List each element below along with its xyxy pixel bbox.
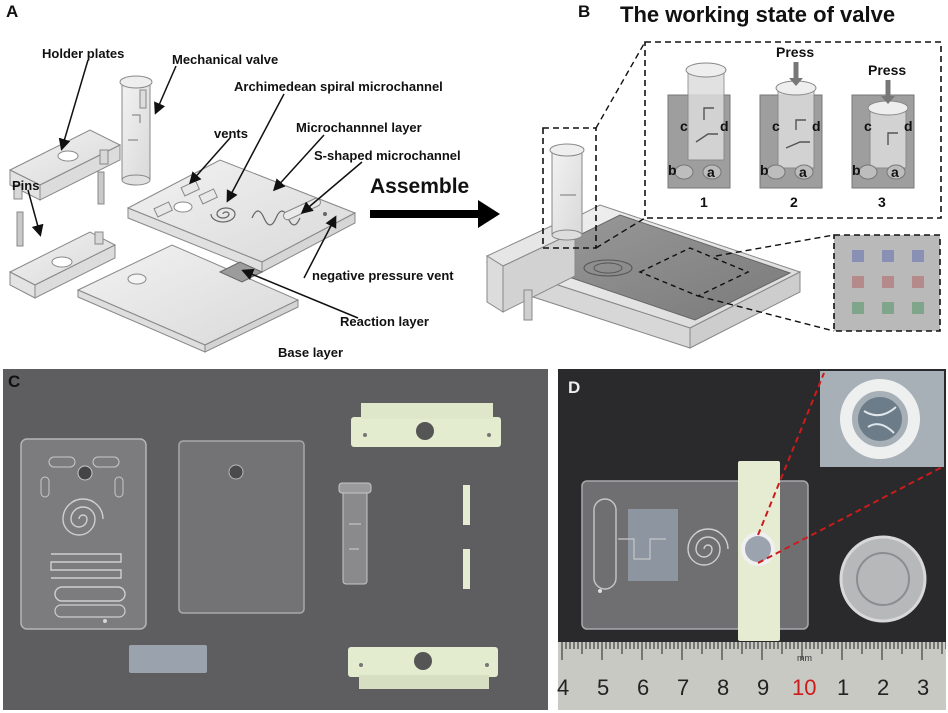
- state-number-3: 3: [878, 194, 886, 210]
- panel-b-letter: B: [578, 2, 591, 21]
- port-c-state-2: c: [772, 118, 780, 134]
- port-c-state-1: c: [680, 118, 688, 134]
- pin-right: [97, 171, 105, 205]
- port-b-state-1: b: [668, 162, 677, 178]
- label-microchannel-layer: Microchannnel layer: [296, 120, 422, 135]
- photo-d-valve-top: [741, 532, 775, 566]
- label-mechanical-valve: Mechanical valve: [172, 52, 279, 67]
- label-base-layer: Base layer: [278, 345, 344, 360]
- panel-d-photo: [558, 369, 946, 710]
- label-s-shaped-microchannel: S-shaped microchannel: [314, 148, 461, 163]
- reaction-grid-cell: [912, 276, 924, 288]
- panel-a-drawing: [8, 59, 500, 353]
- panel-d-letter: D: [568, 378, 581, 397]
- photo-d-coin: [839, 535, 927, 623]
- ruler-label: 6: [637, 675, 650, 700]
- panel-a-letter: A: [6, 2, 19, 21]
- ruler-label: 9: [757, 675, 770, 700]
- label-pins: Pins: [12, 178, 40, 193]
- holder-plate-upper: [8, 129, 122, 201]
- ruler-label: 1: [837, 675, 850, 700]
- photo-c-pin-1: [463, 485, 470, 525]
- label-press-3: Press: [868, 62, 907, 78]
- valve-zoom-box: [542, 127, 597, 249]
- ruler-label: 5: [597, 675, 610, 700]
- port-d-state-1: d: [720, 118, 729, 134]
- holder-plate-lower: [8, 231, 117, 299]
- port-c-state-3: c: [864, 118, 872, 134]
- photo-c-holder-bottom: [348, 647, 498, 689]
- reaction-grid-cell: [912, 250, 924, 262]
- ruler-ticks: [561, 642, 946, 660]
- port-b-state-2: b: [760, 162, 769, 178]
- photo-c-base-plate: [178, 440, 305, 614]
- panel-b-drawing: [485, 41, 942, 349]
- port-a-state-1: a: [707, 164, 715, 180]
- label-holder-plates: Holder plates: [42, 46, 125, 61]
- panel-b-title: The working state of valve: [620, 2, 896, 27]
- photo-c-valve: [338, 482, 372, 585]
- port-b-state-3: b: [852, 162, 861, 178]
- panel-c-photo: [3, 369, 548, 710]
- mechanical-valve-exploded: [119, 75, 153, 186]
- valve-state-1: [667, 62, 731, 189]
- photo-c-microchannel-chip: [20, 438, 147, 630]
- port-a-state-2: a: [799, 164, 807, 180]
- reaction-grid-cell: [852, 276, 864, 288]
- photo-c-reaction-strip: [129, 645, 207, 673]
- state-number-1: 1: [700, 194, 708, 210]
- leader-arrows: [27, 59, 363, 319]
- port-d-state-3: d: [904, 118, 913, 134]
- label-vents: vents: [214, 126, 248, 141]
- label-reaction-layer: Reaction layer: [340, 314, 429, 329]
- ruler-label: 8: [717, 675, 730, 700]
- label-negative-pressure-vent: negative pressure vent: [312, 268, 454, 283]
- reaction-grid-cell: [912, 302, 924, 314]
- reaction-grid-cell: [852, 250, 864, 262]
- valve-state-3: [851, 80, 915, 189]
- assembled-device: [485, 143, 802, 349]
- ruler-label: 3: [917, 675, 930, 700]
- photo-d-ruler: [558, 642, 946, 710]
- label-press-2: Press: [776, 44, 815, 60]
- reaction-zoom-box: [638, 247, 750, 297]
- ruler-label: 2: [877, 675, 890, 700]
- reaction-grid-cell: [882, 302, 894, 314]
- state-number-2: 2: [790, 194, 798, 210]
- label-assemble: Assemble: [370, 175, 470, 198]
- port-a-state-3: a: [891, 164, 899, 180]
- ruler-label: 7: [677, 675, 690, 700]
- photo-c-pin-2: [463, 549, 470, 589]
- port-d-state-2: d: [812, 118, 821, 134]
- panel-c-letter: C: [8, 372, 21, 391]
- pin-left: [16, 211, 24, 247]
- valve-states-box: [644, 41, 942, 219]
- label-archimedean-spiral: Archimedean spiral microchannel: [234, 79, 443, 94]
- reaction-grid-cell: [852, 302, 864, 314]
- base-layer-drawing: [76, 244, 300, 353]
- valve-state-2: [759, 62, 823, 189]
- reaction-grid: [852, 250, 924, 314]
- ruler-unit: mm: [797, 653, 812, 663]
- photo-c-holder-top: [351, 403, 501, 447]
- ruler-label: 4: [557, 675, 570, 700]
- assemble-arrow: [370, 200, 500, 228]
- reaction-grid-cell: [882, 276, 894, 288]
- ruler-label: 10: [792, 675, 817, 700]
- reaction-grid-cell: [882, 250, 894, 262]
